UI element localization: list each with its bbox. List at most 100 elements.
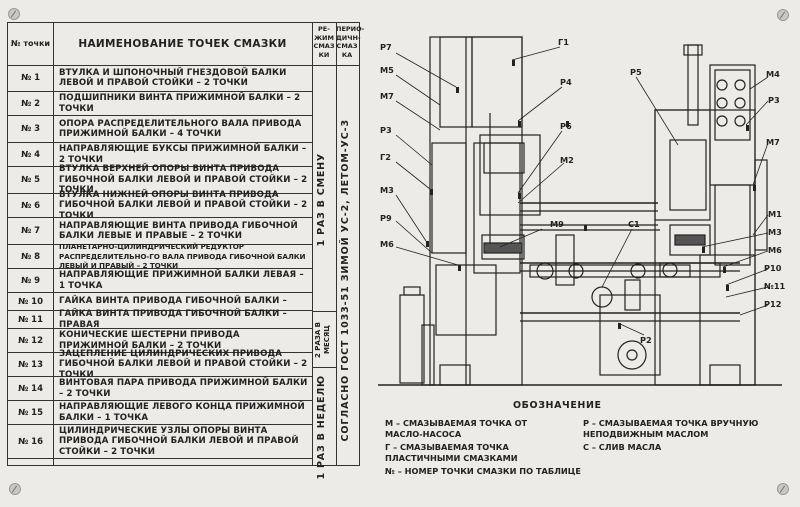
table-row: № 11 ГАЙКА ВИНТА ПРИВОДА ГИБОЧНОЙ БАЛКИ –… [8, 309, 312, 330]
mode-twice-month: 2 РАЗА В МЕСЯЦ [314, 321, 331, 359]
label-p6: P6 [560, 121, 572, 131]
label-p10: P10 [764, 263, 782, 273]
periodic-text: СОГЛАСНО ГОСТ 1033-51 ЗИМОЙ УС-2, ЛЕТОМ-… [340, 119, 351, 442]
row-number: № 13 [17, 359, 43, 370]
table-row: № 1 ВТУЛКА И ШПОНОЧНЫЙ ГНЕЗДОВОЙ БАЛКИ ЛЕ… [8, 65, 312, 92]
label-m7-left: M7 [380, 91, 394, 101]
label-p12: P12 [764, 299, 781, 309]
col-divider [336, 23, 337, 465]
label-p7: P7 [380, 42, 392, 52]
machine-diagram: P7 M5 M7 P3 Г2 M3 P9 M6 Г1 P4 P6 M2 M9 C… [378, 36, 786, 386]
header-num: № точки [10, 39, 51, 48]
row-number: № 9 [20, 275, 41, 286]
legend-c: С – СЛИВ МАСЛА [583, 442, 662, 452]
mode-per-shift: 1 РАЗ В СМЕНУ [316, 153, 327, 247]
legend-p: P – СМАЗЫВАЕМАЯ ТОЧКА ВРУЧНУЮ НЕПОДВИЖНЫ… [583, 418, 759, 439]
label-p2: P2 [640, 335, 652, 345]
header-periodic: ПЕРИО-ДИЧН-СМАЗ КА [336, 25, 365, 59]
label-m5: M5 [380, 65, 394, 75]
mode-divider [312, 367, 336, 368]
table-row: № 5 ВТУЛКА ВЕРХНЕЙ ОПОРЫ ВИНТА ПРИВОДА ГИ… [8, 164, 312, 196]
table-row: № 12 КОНИЧЕСКИЕ ШЕСТЕРНИ ПРИВОДА ПРИЖИМНО… [8, 329, 312, 353]
label-g1: Г1 [558, 37, 569, 47]
row-description: ЦИЛИНДРИЧЕСКИЕ УЗЛЫ ОПОРЫ ВИНТА ПРИВОДА … [59, 425, 299, 457]
label-p3-right: P3 [768, 95, 780, 105]
row-number: № 11 [17, 314, 43, 325]
row-description: НАПРАВЛЯЮЩИЕ БУКСЫ ПРИЖИМНОЙ БАЛКИ – 2 Т… [59, 144, 307, 165]
row-description: НАПРАВЛЯЮЩИЕ ПРИЖИМНОЙ БАЛКИ ЛЕВАЯ – 1 Т… [59, 270, 304, 291]
row-description: ВТУЛКА ВЕРХНЕЙ ОПОРЫ ВИНТА ПРИВОДА ГИБОЧ… [59, 164, 308, 196]
mode-per-week: 1 РАЗ В НЕДЕЛЮ [316, 375, 327, 480]
label-m3-left: M3 [380, 185, 394, 195]
legend-title: ОБОЗНАЧЕНИЕ [513, 400, 602, 411]
label-p4: P4 [560, 77, 572, 87]
table-row: № 9 НАПРАВЛЯЮЩИЕ ПРИЖИМНОЙ БАЛКИ ЛЕВАЯ – … [8, 269, 312, 293]
row-description: ЗАЦЕПЛЕНИЕ ЦИЛИНДРИЧЕСКИХ ПРИВОДА ГИБОЧН… [59, 348, 308, 380]
row-number: № 3 [20, 124, 41, 134]
mode-divider [312, 311, 336, 312]
table-header: № точки НАИМЕНОВАНИЕ ТОЧЕК СМАЗКИ РЕ-ЖИМ… [8, 23, 365, 66]
label-c1: C1 [628, 219, 640, 229]
table-row: № 2 ПОДШИПНИКИ ВИНТА ПРИЖИМНОЙ БАЛКИ – 2 … [8, 92, 312, 116]
label-p9: P9 [380, 213, 392, 223]
row-description: ОПОРА РАСПРЕДЕЛИТЕЛЬНОГО ВАЛА ПРИВОДА ПР… [59, 118, 302, 140]
row-description: ПЛАНЕТАРНО-ЦИЛИНДРИЧЕСКИЙ РЕДУКТОР РАСПР… [59, 242, 306, 271]
table-row: № 15 НАПРАВЛЯЮЩИЕ ЛЕВОГО КОНЦА ПРИЖИМНОЙ … [8, 401, 312, 425]
screw-icon [777, 483, 789, 495]
row-number: № 4 [20, 149, 41, 160]
row-number: № 16 [17, 436, 43, 447]
label-m6-left: M6 [380, 239, 394, 249]
label-p3-left: P3 [380, 125, 392, 135]
label-m4: M4 [766, 69, 780, 79]
row-number: № 6 [20, 200, 41, 211]
screw-icon [9, 483, 21, 495]
table-row: № 14 ВИНТОВАЯ ПАРА ПРИВОДА ПРИЖИМНОЙ БАЛК… [8, 377, 312, 401]
label-m2: M2 [560, 155, 574, 165]
lubrication-table: № точки НАИМЕНОВАНИЕ ТОЧЕК СМАЗКИ РЕ-ЖИМ… [7, 22, 365, 479]
label-p5: P5 [630, 67, 642, 77]
row-number: № 12 [17, 335, 43, 346]
table-row: № 13 ЗАЦЕПЛЕНИЕ ЦИЛИНДРИЧЕСКИХ ПРИВОДА ГИ… [8, 348, 312, 380]
row-description: НАПРАВЛЯЮЩИЕ ЛЕВОГО КОНЦА ПРИЖИМНОЙ БАЛК… [59, 402, 305, 423]
table-row: № 8 ПЛАНЕТАРНО-ЦИЛИНДРИЧЕСКИЙ РЕДУКТОР РА… [8, 242, 312, 271]
col-divider [312, 23, 313, 465]
row-description: ПОДШИПНИКИ ВИНТА ПРИЖИМНОЙ БАЛКИ – 2 ТОЧ… [59, 93, 301, 114]
table-row: № 4 НАПРАВЛЯЮЩИЕ БУКСЫ ПРИЖИМНОЙ БАЛКИ – … [8, 143, 312, 167]
legend-n: № – НОМЕР ТОЧКИ СМАЗКИ ПО ТАБЛИЦЕ [385, 466, 581, 476]
label-m7-right: M7 [766, 137, 780, 147]
legend: ОБОЗНАЧЕНИЕ M – СМАЗЫВАЕМАЯ ТОЧКА ОТ МАС… [385, 398, 785, 488]
label-g2: Г2 [380, 152, 391, 162]
row-number: № 15 [17, 407, 43, 418]
row-number: № 14 [17, 383, 43, 394]
legend-g: Г – СМАЗЫВАЕМАЯ ТОЧКА ПЛАСТИЧНЫМИ СМАЗКА… [385, 442, 518, 463]
header-name: НАИМЕНОВАНИЕ ТОЧЕК СМАЗКИ [78, 38, 287, 50]
screw-icon [8, 8, 20, 20]
row-description: ГАЙКА ВИНТА ПРИВОДА ГИБОЧНОЙ БАЛКИ – ПРА… [59, 309, 287, 330]
row-number: № 5 [20, 175, 41, 185]
label-m3-right: M3 [768, 227, 782, 237]
row-description: ГАЙКА ВИНТА ПРИВОДА ГИБОЧНОЙ БАЛКИ – [59, 296, 287, 307]
row-number: № 7 [20, 226, 41, 236]
row-number: № 8 [20, 251, 41, 262]
table-row: № 10 ГАЙКА ВИНТА ПРИВОДА ГИБОЧНОЙ БАЛКИ – [8, 293, 312, 311]
label-m9: M9 [550, 219, 564, 229]
table-row: № 16 ЦИЛИНДРИЧЕСКИЕ УЗЛЫ ОПОРЫ ВИНТА ПРИВ… [8, 425, 312, 459]
row-number: № 1 [20, 73, 41, 83]
header-mode: РЕ-ЖИМ СМАЗ КИ [313, 25, 335, 59]
label-m6-right: M6 [768, 245, 782, 255]
table-row: № 6 ВТУЛКА НИЖНЕЙ ОПОРЫ ВИНТА ПРИВОДА ГИБ… [8, 189, 312, 221]
legend-m: M – СМАЗЫВАЕМАЯ ТОЧКА ОТ МАСЛО-НАСОСА [385, 418, 528, 439]
row-description: НАПРАВЛЯЮЩИЕ ВИНТА ПРИВОДА ГИБОЧНОЙ БАЛК… [59, 220, 298, 242]
row-description: КОНИЧЕСКИЕ ШЕСТЕРНИ ПРИВОДА ПРИЖИМНОЙ БА… [59, 330, 240, 351]
table-row: № 3 ОПОРА РАСПРЕДЕЛИТЕЛЬНОГО ВАЛА ПРИВОДА… [8, 116, 312, 143]
row-description: ВИНТОВАЯ ПАРА ПРИВОДА ПРИЖИМНОЙ БАЛКИ – … [59, 378, 308, 399]
screw-icon [777, 9, 789, 21]
table-row: № 7 НАПРАВЛЯЮЩИЕ ВИНТА ПРИВОДА ГИБОЧНОЙ Б… [8, 218, 312, 245]
row-number: № 2 [20, 98, 41, 109]
row-number: № 10 [17, 296, 43, 307]
label-m1: M1 [768, 209, 782, 219]
label-n11: №11 [764, 281, 786, 291]
row-description: ВТУЛКА И ШПОНОЧНЫЙ ГНЕЗДОВОЙ БАЛКИ ЛЕВОЙ… [59, 67, 287, 89]
row-description: ВТУЛКА НИЖНЕЙ ОПОРЫ ВИНТА ПРИВОДА ГИБОЧН… [59, 189, 308, 221]
